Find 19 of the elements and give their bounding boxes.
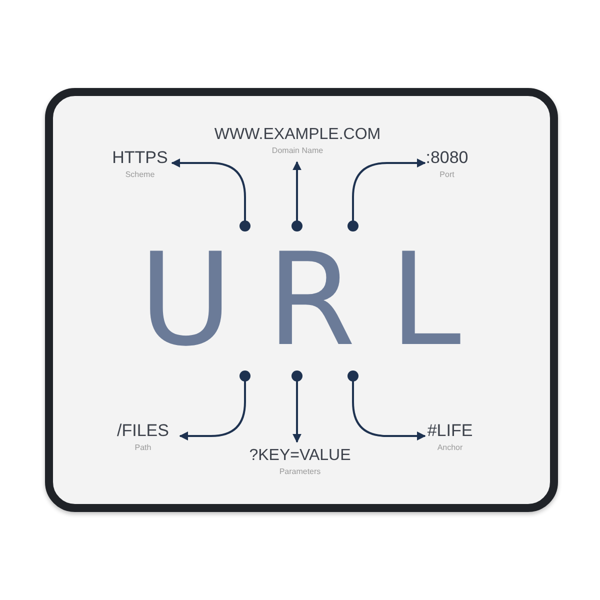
part-caption: Parameters	[279, 467, 321, 477]
part-caption: Anchor	[437, 442, 463, 452]
url-part-text: /FILES	[117, 422, 169, 441]
arrow	[179, 370, 250, 440]
arrow	[292, 370, 302, 443]
url-part-text: WWW.EXAMPLE.COM	[214, 126, 381, 144]
arrow	[348, 370, 426, 440]
arrow	[171, 158, 250, 232]
url-part-text: #LIFE	[427, 422, 473, 441]
arrow	[348, 158, 426, 232]
part-caption: Domain Name	[272, 146, 324, 156]
part-caption: Scheme	[125, 170, 155, 180]
arrow	[292, 161, 302, 232]
url-part-text: :8080	[426, 148, 468, 168]
url-part-text: ?KEY=VALUE	[249, 447, 351, 465]
part-caption: Port	[440, 170, 454, 180]
part-caption: Path	[134, 442, 152, 452]
title-lettering: URL	[138, 237, 495, 365]
url-part-text: HTTPS	[112, 148, 168, 168]
